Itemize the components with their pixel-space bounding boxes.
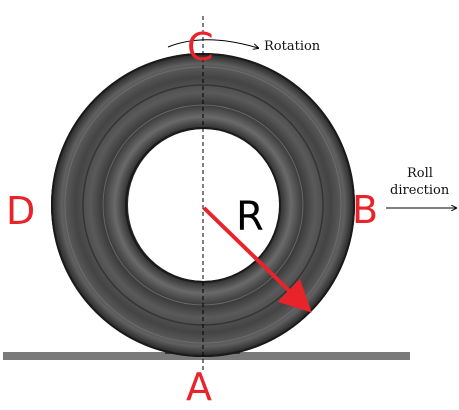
- radius-arrow: [202, 206, 312, 313]
- roll-label-line1: Roll: [407, 166, 433, 181]
- point-label-c: C: [187, 25, 214, 69]
- point-label-d: D: [6, 189, 36, 233]
- radius-label: R: [236, 194, 264, 240]
- curved-arrow-icon: [167, 39, 258, 48]
- point-label-a: A: [186, 365, 212, 409]
- point-label-b: B: [352, 188, 379, 232]
- roll-label-line2: direction: [390, 183, 450, 198]
- rotation-label: Rotation: [264, 39, 321, 54]
